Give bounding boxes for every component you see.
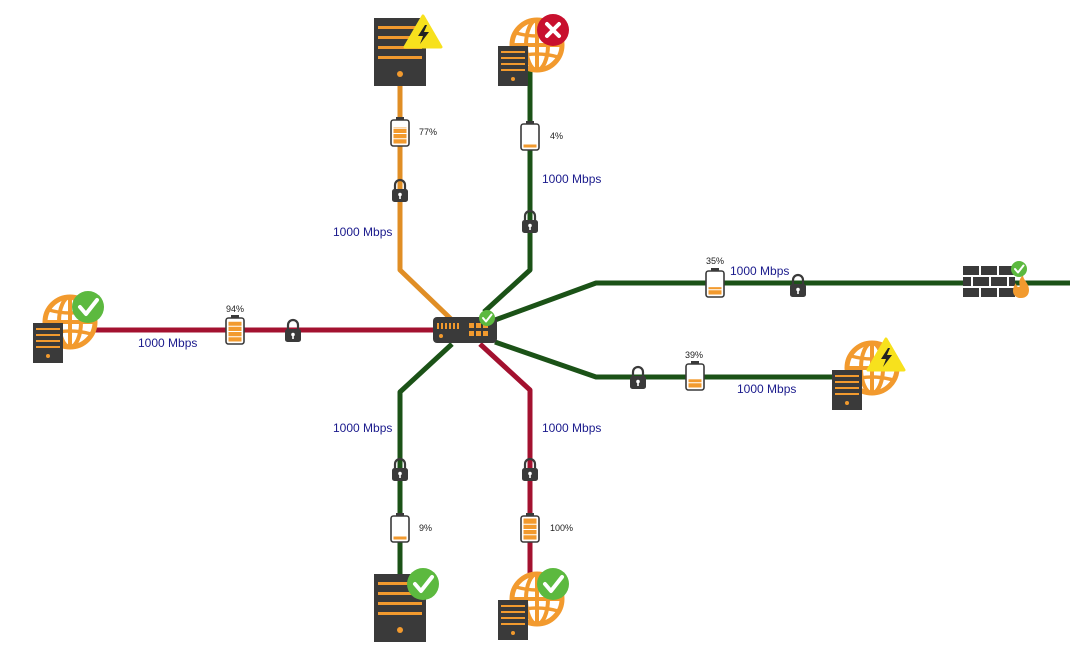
link-right-lower-speed: 1000 Mbps	[737, 382, 796, 396]
link-bottom-left[interactable]	[397, 342, 454, 578]
switch-hub[interactable]	[433, 317, 497, 343]
link-bottom-right[interactable]	[478, 342, 533, 590]
link-bottom-right-battery-label: 100%	[550, 523, 573, 533]
link-bottom-left-battery-label: 9%	[419, 523, 432, 533]
link-top-left-battery-label: 77%	[419, 127, 437, 137]
link-left-battery-label: 94%	[226, 304, 244, 314]
battery-icon-bottom-left	[390, 513, 410, 543]
server-icon	[498, 46, 528, 86]
link-top-right-speed: 1000 Mbps	[542, 172, 601, 186]
server-icon	[832, 370, 862, 410]
link-left-speed: 1000 Mbps	[138, 336, 197, 350]
battery-icon-bottom-right	[520, 513, 540, 543]
link-right-lower[interactable]	[494, 339, 832, 380]
lock-icon[interactable]	[628, 365, 648, 391]
device-top-left[interactable]	[374, 14, 443, 86]
server-icon	[498, 600, 528, 640]
link-top-left-speed: 1000 Mbps	[333, 225, 392, 239]
device-bottom-left[interactable]	[374, 566, 441, 642]
flame-icon	[1013, 275, 1029, 298]
link-right-lower-battery-label: 39%	[685, 350, 703, 360]
ok-icon	[405, 566, 441, 602]
lock-icon[interactable]	[283, 318, 303, 344]
battery-icon-top-right	[520, 121, 540, 151]
battery-icon-top-left	[390, 117, 410, 147]
server-icon	[33, 323, 63, 363]
hub-ok-icon	[478, 309, 496, 327]
battery-icon-right-upper	[705, 268, 725, 298]
battery-icon-right-lower	[685, 361, 705, 391]
ok-icon	[1010, 260, 1028, 278]
device-firewall[interactable]	[963, 260, 1029, 298]
link-top-right[interactable]	[482, 70, 533, 314]
link-right-upper[interactable]	[494, 280, 1070, 323]
link-bottom-left-speed: 1000 Mbps	[333, 421, 392, 435]
link-right-upper-speed: 1000 Mbps	[730, 264, 789, 278]
batteries	[225, 117, 725, 543]
device-right-lower[interactable]	[832, 337, 906, 410]
error-icon	[535, 12, 571, 48]
link-bottom-right-speed: 1000 Mbps	[542, 421, 601, 435]
device-left[interactable]	[33, 289, 106, 363]
link-right-upper-battery-label: 35%	[706, 256, 724, 266]
link-top-right-battery-label: 4%	[550, 131, 563, 141]
device-bottom-right[interactable]	[498, 566, 571, 640]
firewall-icon	[963, 266, 1015, 298]
device-top-right[interactable]	[498, 12, 571, 86]
battery-icon-left	[225, 315, 245, 345]
ok-icon	[70, 289, 106, 325]
lock-icon[interactable]	[788, 273, 808, 299]
ok-icon	[535, 566, 571, 602]
